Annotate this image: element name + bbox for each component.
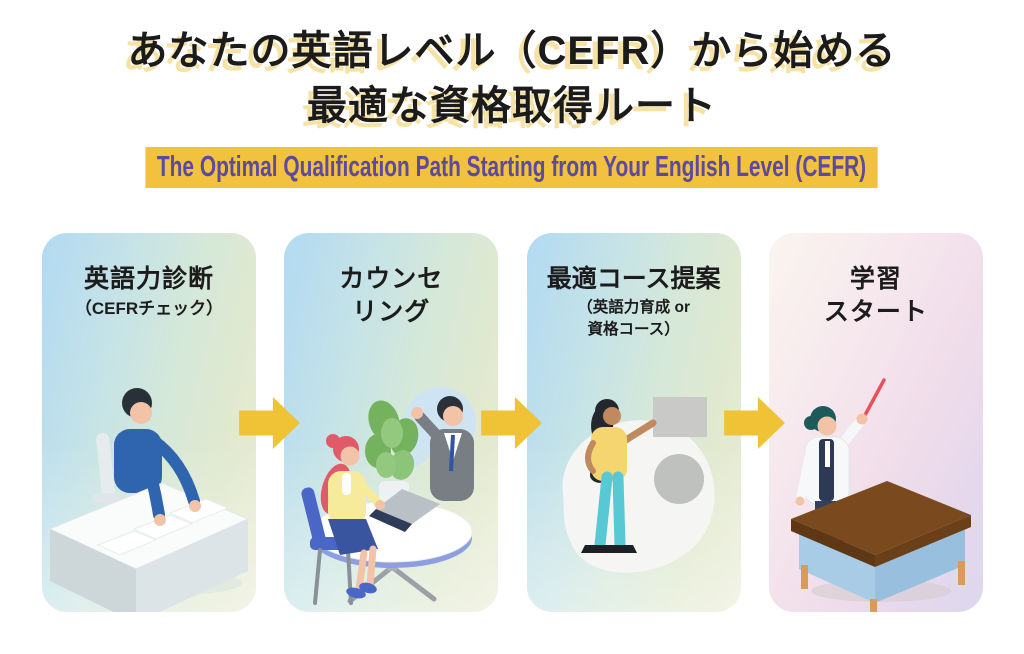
step2-title-line2: リング bbox=[352, 298, 431, 326]
step1-heading: 英語力診断 （CEFRチェック） bbox=[42, 233, 256, 320]
subtitle-wrap: The Optimal Qualification Path Starting … bbox=[0, 147, 1024, 188]
step-card-study-start: 学習 スタート bbox=[768, 233, 983, 612]
step1-subtitle: （CEFRチェック） bbox=[74, 299, 224, 318]
english-subtitle: The Optimal Qualification Path Starting … bbox=[145, 147, 879, 188]
flow-arrow-icon bbox=[239, 396, 301, 449]
header: あなたの英語レベル（CEFR）から始める 最適な資格取得ルート The Opti… bbox=[0, 24, 1024, 188]
flow-arrow-icon bbox=[723, 396, 785, 449]
woman-pointing-illustration bbox=[562, 397, 715, 573]
step2-title-line1: カウンセ bbox=[339, 265, 444, 293]
step3-title: 最適コース提案 bbox=[546, 265, 721, 293]
step-card-english-diagnosis: 英語力診断 （CEFRチェック） bbox=[42, 233, 256, 612]
counseling-meeting-illustration bbox=[301, 387, 477, 605]
step-card-course-proposal: 最適コース提案 （英語力育成 or 資格コース） bbox=[526, 233, 741, 612]
step3-subtitle-line1: （英語力育成 or bbox=[577, 299, 691, 316]
step3-heading: 最適コース提案 （英語力育成 or 資格コース） bbox=[527, 233, 741, 340]
step-card-counseling: カウンセ リング bbox=[284, 233, 499, 612]
step4-heading: 学習 スタート bbox=[769, 233, 983, 329]
step4-title-line2: スタート bbox=[823, 298, 928, 326]
person-at-desk-illustration bbox=[48, 388, 250, 612]
qualification-flow: 英語力診断 （CEFRチェック） bbox=[42, 233, 983, 612]
main-title-line2: 最適な資格取得ルート bbox=[307, 84, 717, 129]
step4-title-line1: 学習 bbox=[849, 265, 902, 293]
step2-heading: カウンセ リング bbox=[284, 233, 498, 329]
step1-title: 英語力診断 bbox=[83, 265, 214, 293]
flow-arrow-icon bbox=[481, 396, 543, 449]
main-title-line1: あなたの英語レベル（CEFR）から始める bbox=[127, 29, 897, 73]
step3-subtitle-line2: 資格コース） bbox=[587, 320, 680, 338]
teacher-at-podium-illustration bbox=[790, 378, 971, 612]
